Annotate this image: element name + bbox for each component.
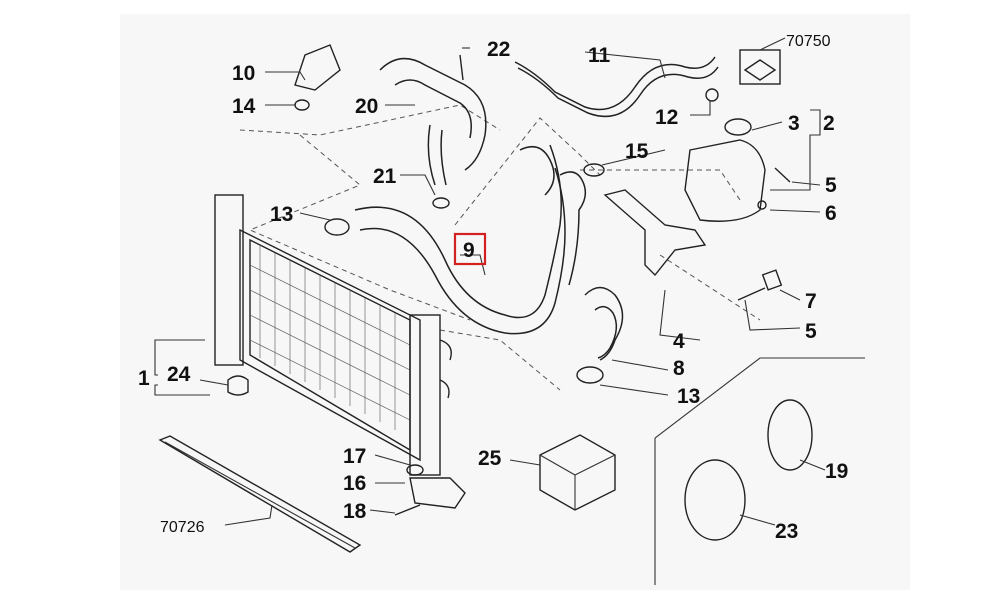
- radiator-core-grid: [249, 245, 411, 430]
- label-70726: 70726: [160, 519, 205, 536]
- bracket-16: [409, 477, 466, 509]
- label-20: 20: [355, 95, 378, 118]
- bush-17: [406, 464, 424, 476]
- fastener-kit-25: [539, 434, 616, 511]
- label-16: 16: [343, 472, 366, 495]
- label-13-upper: 13: [270, 203, 293, 226]
- label-14: 14: [232, 95, 256, 118]
- hose-clamp-21: [432, 197, 450, 209]
- label-2: 2: [823, 112, 835, 135]
- label-22: 22: [487, 38, 510, 61]
- label-18: 18: [343, 500, 367, 523]
- label-4: 4: [673, 330, 685, 353]
- grommet-24: [227, 375, 249, 396]
- label-5-top: 5: [825, 174, 837, 197]
- strap-clamp-23: [684, 459, 746, 541]
- bolt-and-spacer: [737, 269, 783, 301]
- label-8: 8: [673, 357, 685, 380]
- label-15: 15: [625, 140, 649, 163]
- label-13-lower: 13: [677, 385, 700, 408]
- radiator-hose-lower: [584, 286, 624, 361]
- bolt-5: [737, 287, 766, 301]
- radiator-right-tank: [409, 314, 441, 476]
- clamp-13-upper: [324, 218, 350, 236]
- mounting-parts-lower: [227, 375, 466, 516]
- label-21: 21: [373, 165, 397, 188]
- hose-clamps: [324, 163, 605, 384]
- label-17: 17: [343, 445, 366, 468]
- label-6: 6: [825, 202, 837, 225]
- seal-strip: [158, 435, 362, 553]
- tank-cap-3: [724, 118, 752, 136]
- spacer-7: [761, 269, 783, 291]
- label-70750: 70750: [786, 33, 831, 50]
- screw-5-top: [774, 167, 791, 183]
- nut-14: [294, 99, 310, 111]
- label-11: 11: [588, 44, 611, 67]
- clamp-13-lower: [576, 366, 604, 384]
- label-10: 10: [232, 62, 255, 85]
- label-5-bottom: 5: [805, 320, 817, 343]
- radiator: [214, 194, 452, 476]
- label-icon-70750: [739, 49, 781, 85]
- strap-clamp-19: [767, 399, 813, 471]
- label-24: 24: [167, 363, 191, 386]
- breather-pipe-11: [514, 56, 719, 118]
- coolant-pipe-assembly: [294, 44, 487, 209]
- label-7: 7: [805, 290, 817, 313]
- expansion-tank: [684, 88, 791, 222]
- label-25: 25: [478, 447, 502, 470]
- clip-12: [705, 88, 719, 102]
- dashed-assembly-lines: [239, 104, 761, 391]
- washer-6: [757, 200, 767, 210]
- screw-18: [394, 504, 421, 516]
- bolt-22: [459, 54, 464, 81]
- label-9: 9: [463, 239, 475, 262]
- radiator-left-tank: [214, 194, 244, 366]
- clamp-15: [583, 163, 605, 177]
- highlight-box-part-9: [453, 232, 487, 266]
- bracket-10: [294, 44, 341, 91]
- label-1: 1: [138, 367, 150, 390]
- label-23: 23: [775, 520, 798, 543]
- label-19: 19: [825, 460, 848, 483]
- tank-bracket-4: [603, 189, 707, 277]
- radiator-hose-upper: [354, 144, 587, 335]
- inset-panel: [654, 357, 865, 585]
- part-labels: 1 2 3 4 5 5 6 7 8 9 10 11 12 13 13 14 15…: [138, 33, 848, 543]
- leader-lines: [154, 37, 826, 526]
- label-3: 3: [788, 112, 800, 135]
- label-12: 12: [655, 106, 678, 129]
